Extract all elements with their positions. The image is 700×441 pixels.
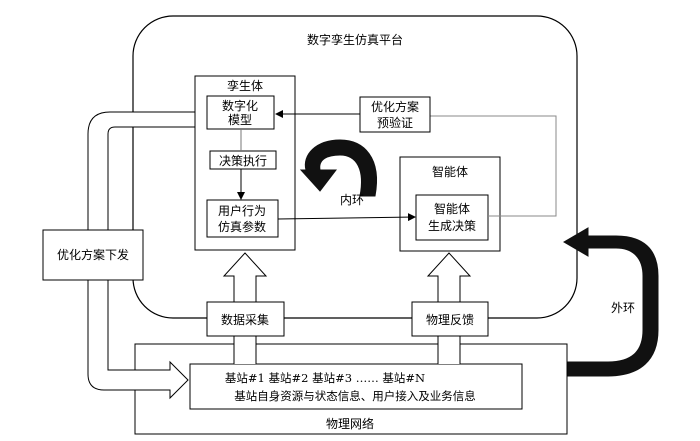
dispatch-arrow-outline: [87, 111, 208, 400]
agent-decision-label-1: 智能体: [434, 201, 470, 216]
params-to-agent-arrow: [277, 213, 416, 222]
dispatch-box: [42, 229, 144, 281]
user-behavior-label-2: 仿真参数: [218, 219, 266, 234]
decision-exec-box: [209, 150, 277, 170]
digital-model-label-1: 数字化: [222, 98, 258, 113]
base-stations-info: 基站自身资源与状态信息、用户接入及业务信息: [234, 389, 476, 403]
inner-loop-arrow: [299, 139, 377, 197]
twin-title: 孪生体: [227, 78, 263, 93]
inner-loop-label: 内环: [340, 193, 364, 207]
digital-model-label-2: 模型: [228, 113, 252, 127]
data-collection-label: 数据采集: [221, 312, 269, 327]
decision-exec-label: 决策执行: [219, 154, 267, 168]
validation-label-2: 预验证: [377, 115, 413, 130]
base-stations-list: 基站#1 基站#2 基站#3 …… 基站#N: [225, 371, 425, 385]
agent-title: 智能体: [432, 164, 468, 179]
physical-feedback-box: [411, 301, 489, 337]
user-behavior-box: [206, 199, 279, 238]
physical-network-label: 物理网络: [326, 416, 374, 431]
base-stations-box: [189, 363, 523, 410]
validation-label-1: 优化方案: [371, 99, 419, 114]
outer-loop-label: 外环: [611, 301, 635, 315]
agent-decision-box: [415, 194, 489, 241]
agent-decision-label-2: 生成决策: [428, 219, 476, 233]
platform-title: 数字孪生仿真平台: [307, 32, 403, 47]
data-collection-box: [206, 301, 285, 337]
outer-loop-arrow: [563, 227, 659, 377]
physical-feedback-label: 物理反馈: [426, 313, 474, 327]
user-behavior-label-1: 用户行为: [218, 203, 266, 218]
agent-to-validation-line: [430, 115, 557, 217]
dispatch-label: 优化方案下发: [57, 247, 129, 262]
